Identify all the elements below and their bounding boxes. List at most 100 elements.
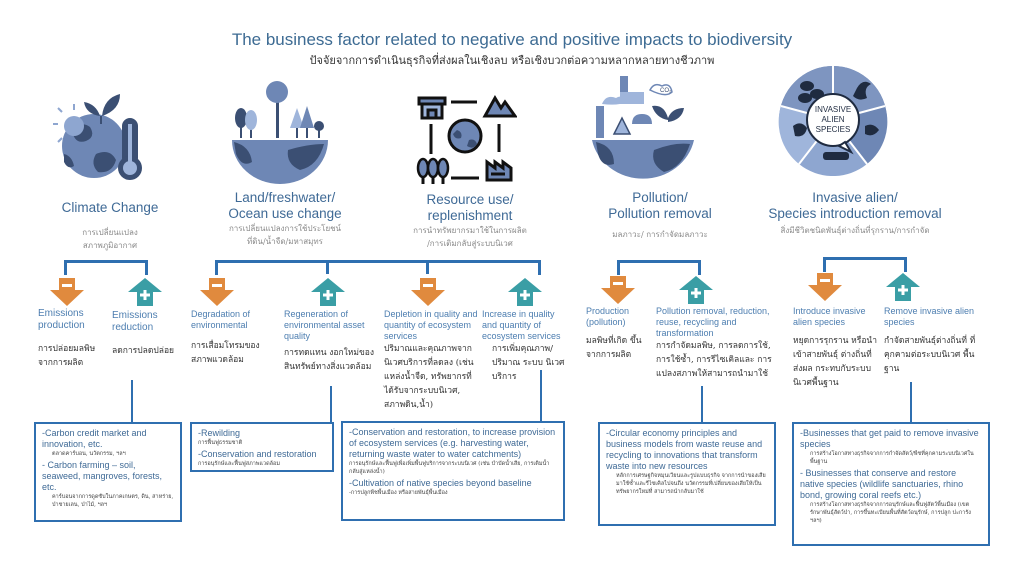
category-title: Land/freshwater/ [234, 190, 336, 205]
box-item-th: หลักการเศรษฐกิจหมุนเวียนและรูปแบบธุรกิจ … [616, 473, 766, 495]
invasive-label-line3: SPECIES [816, 125, 851, 134]
box-item-th: คาร์บอนจากการดูดซับในภาคเกษตร, ดิน, สาหร… [52, 494, 174, 508]
option-thai: การทดแทน งอกใหม่ของ สินทรัพย์ทางสิ่งแวดล… [284, 348, 375, 372]
business-opportunity-box-land: -Rewilding การฟื้นฟูธรรมชาติ -Conservati… [190, 422, 334, 472]
option-title: Emissions reduction [112, 310, 158, 333]
box-item-en: -Businesses that get paid to remove inva… [800, 428, 979, 449]
option-thai: การปล่อยมลพิษ จากการผลิต [38, 344, 96, 368]
category-thai: การเปลี่ยนแปลง [82, 228, 138, 237]
box-item-en: -Circular economy principles and busines… [606, 428, 763, 471]
business-opportunity-box-pollution: -Circular economy principles and busines… [598, 422, 776, 526]
bracket-pollution [617, 260, 701, 275]
box-item-th: การอนุรักษ์และฟื้นฟูสภาพแวดล้อม [198, 461, 280, 467]
positive-option: Pollution removal, reduction, reuse, rec… [656, 306, 776, 381]
option-title: Production (pollution) [586, 306, 630, 327]
positive-option: Increase in quality and quantity of ecos… [482, 309, 572, 384]
business-opportunity-box-invasive: -Businesses that get paid to remove inva… [792, 422, 990, 546]
box-item-en: -Rewilding [198, 428, 241, 438]
category-title: replenishment [427, 208, 513, 223]
option-thai: ปริมาณและคุณภาพจาก นิเวศบริการที่ลดลง (เ… [384, 344, 474, 410]
business-opportunity-box-climate: -Carbon credit market and innovation, et… [34, 422, 182, 522]
negative-option: Production (pollution) มลพิษที่เกิด ขึ้น… [586, 306, 646, 362]
connector-line [701, 386, 703, 422]
option-title: Regeneration of environmental asset qual… [284, 309, 365, 341]
invasive-species-wheel-icon: INVASIVE ALIEN SPECIES [777, 64, 889, 176]
positive-arrow-icon [679, 276, 713, 304]
invasive-label-line2: ALIEN [821, 115, 844, 124]
category-pollution: Pollution/ Pollution removal มลภาวะ/ การ… [570, 190, 750, 241]
bracket-climate [64, 260, 148, 275]
option-title: Introduce invasive alien species [793, 306, 866, 327]
negative-arrow-icon [411, 278, 445, 306]
box-item-th: การสร้างโอกาสทางธุรกิจจากการกำจัดสัตว์/พ… [810, 451, 974, 465]
diagram-title: The business factor related to negative … [231, 30, 793, 49]
category-resource: Resource use/ replenishment การนำทรัพยาก… [380, 192, 560, 250]
box-item-en: -Conservation and restoration [198, 449, 317, 459]
business-opportunity-box-resource: -Conservation and restoration, to increa… [341, 421, 565, 521]
negative-option: Emissions production การปล่อยมลพิษ จากกา… [38, 308, 108, 370]
box-item-th: การฟื้นฟูธรรมชาติ [198, 440, 243, 446]
option-thai: หยุดการรุกราน หรือนำเข้าสายพันธุ์ ต่างถิ… [793, 336, 878, 388]
category-title: Pollution/ [632, 190, 688, 205]
option-thai: การกำจัดมลพิษ, การลดการใช้, การใช้ซ้ำ, ก… [656, 341, 772, 379]
connector-line [910, 382, 912, 422]
category-title: Resource use/ [426, 192, 514, 207]
box-item-en: - Businesses that conserve and restore n… [800, 468, 964, 500]
category-title: Invasive alien/ [812, 190, 898, 205]
category-title: Climate Change [61, 200, 159, 215]
option-thai: การเพิ่มคุณภาพ/ ปริมาณ ระบบ นิเวศบริการ [492, 344, 565, 382]
category-title: Pollution removal [608, 206, 712, 221]
option-title: Increase in quality and quantity of ecos… [482, 309, 561, 341]
box-item-en: -Conservation and restoration, to increa… [349, 427, 556, 459]
invasive-label-line1: INVASIVE [815, 105, 851, 114]
option-title: Emissions production [38, 308, 85, 331]
resource-cycle-icon [413, 84, 517, 188]
bracket-land-resource [215, 260, 541, 275]
category-land: Land/freshwater/ Ocean use change การเปล… [195, 190, 375, 248]
category-thai: มลภาวะ/ การกำจัดมลภาวะ [612, 230, 708, 239]
positive-option: Emissions reduction ลดการปลดปล่อย [112, 310, 182, 358]
negative-arrow-icon [50, 278, 84, 306]
negative-arrow-icon [601, 276, 635, 304]
option-thai: มลพิษที่เกิด ขึ้นจากการผลิต [586, 336, 642, 360]
category-thai: ที่ดิน/น้ำจืด/มหาสมุทร [247, 237, 323, 246]
option-title: Remove invasive alien species [884, 306, 975, 327]
positive-arrow-icon [128, 278, 162, 306]
option-title: Depletion in quality and quantity of eco… [384, 309, 478, 341]
box-item-en: -Carbon credit market and innovation, et… [42, 428, 147, 449]
category-thai: สิ่งมีชีวิตชนิดพันธุ์ต่างถิ่นที่รุกราน/ก… [780, 226, 930, 235]
svg-text:CO₂: CO₂ [660, 88, 672, 94]
pollution-globe-icon: CO₂ [588, 76, 698, 188]
positive-option: Regeneration of environmental asset qual… [284, 309, 376, 374]
category-title: Ocean use change [228, 206, 342, 221]
box-item-en: - Carbon farming – soil, seaweed, mangro… [42, 460, 163, 492]
box-item-th: การอนุรักษ์และฟื้นฟูเพื่อเพิ่มพื้นฟูบริก… [349, 461, 550, 475]
option-thai: กำจัดสายพันธุ์ต่างถิ่นที่ ที่คุกคามต่อระ… [884, 336, 976, 374]
bracket-tick [326, 260, 329, 274]
positive-option: Remove invasive alien species กำจัดสายพั… [884, 306, 984, 376]
box-item-th: -การปลูกพืชพื้นเมือง หรือสายพันธุ์พื้นเม… [349, 490, 448, 496]
category-thai: สภาพภูมิอากาศ [82, 241, 138, 250]
negative-arrow-icon [808, 273, 842, 301]
bracket-invasive [823, 257, 907, 272]
land-trees-globe-icon [228, 80, 332, 184]
diagram-subtitle-thai: ปัจจัยจากการดำเนินธุรกิจที่ส่งผลในเชิงลบ… [309, 54, 715, 67]
category-title: Species introduction removal [768, 206, 942, 221]
positive-arrow-icon [886, 273, 920, 301]
box-item-en: -Cultivation of native species beyond ba… [349, 478, 532, 488]
category-thai: การเปลี่ยนแปลงการใช้ประโยชน์ [228, 224, 342, 233]
negative-option: Degradation of environmental การเสื่อมโท… [191, 309, 271, 367]
option-title: Pollution removal, reduction, reuse, rec… [656, 306, 770, 338]
option-title: Degradation of environmental [191, 309, 251, 330]
globe-thermometer-icon [52, 84, 148, 184]
connector-line [540, 370, 542, 422]
negative-option: Depletion in quality and quantity of eco… [384, 309, 479, 412]
box-item-th: ตลาดคาร์บอน, นวัตกรรม, ฯลฯ [52, 451, 126, 457]
option-thai: การเสื่อมโทรมของ สภาพแวดล้อม [191, 341, 260, 365]
box-item-th: การสร้างโอกาสทางธุรกิจจากการอนุรักษ์และฟ… [810, 502, 971, 524]
option-thai: ลดการปลดปล่อย [112, 346, 175, 356]
negative-arrow-icon [200, 278, 234, 306]
category-invasive: Invasive alien/ Species introduction rem… [730, 190, 980, 237]
category-climate: Climate Change การเปลี่ยนแปลง สภาพภูมิอา… [30, 200, 190, 252]
bracket-tick [426, 260, 429, 274]
